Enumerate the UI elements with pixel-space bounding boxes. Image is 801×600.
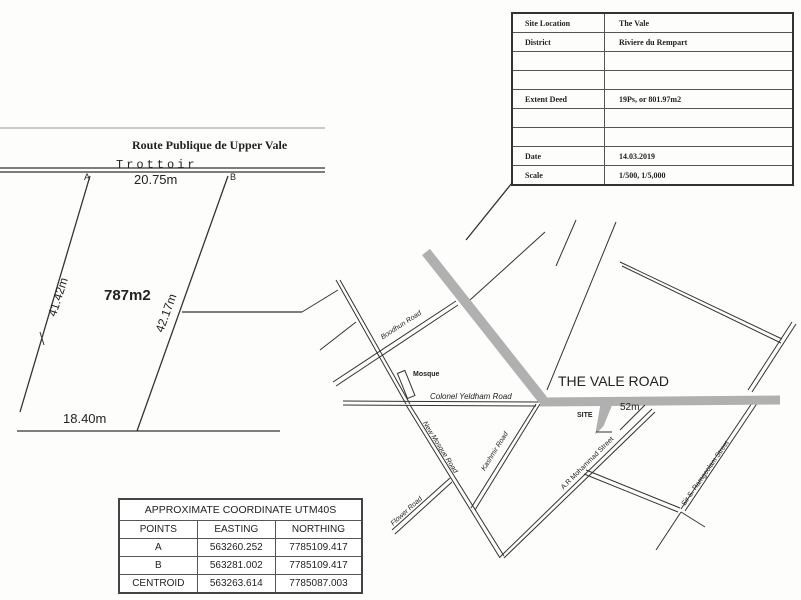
point-name: CENTROID [118,574,198,594]
site-label: SITE [577,412,593,419]
easting-value: 563281.002 [196,556,276,575]
northing-value: 7785087.003 [274,574,363,594]
northing-value: 7785109.417 [274,538,363,557]
easting-value: 563260.252 [196,538,276,557]
mosque-label: Mosque [413,371,440,378]
point-name: B [118,556,198,575]
coordinate-table: APPROXIMATE COORDINATE UTM40S POINTS EAS… [118,498,363,594]
header-northing: NORTHING [274,520,363,539]
bottom-side-length: 18.40m [63,411,107,426]
point-a-label: A [84,172,91,182]
point-name: A [118,538,198,557]
header-points: POINTS [118,520,198,539]
coordinate-header-row: POINTS EASTING NORTHING [118,520,363,539]
site-info-row [511,51,794,71]
header-easting: EASTING [196,520,276,539]
road-name-label: Route Publique de Upper Vale [132,138,288,152]
coordinate-table-title: APPROXIMATE COORDINATE UTM40S [118,498,363,521]
row-value: 1/500, 1/5,000 [604,165,794,186]
main-road-label: THE VALE ROAD [558,373,669,389]
top-side-length: 20.75m [134,172,178,187]
table-row: CENTROID 563263.614 7785087.003 [118,574,363,594]
northing-value: 7785109.417 [274,556,363,575]
sidewalk-label: Trottoir [116,158,198,172]
easting-value: 563263.614 [196,574,276,594]
table-row: B 563281.002 7785109.417 [118,556,363,575]
distance-label: 52m [620,402,640,413]
plot-area-label: 787m2 [104,287,151,304]
road-label-colonel-yeldham: Colonel Yeldham Road [430,392,512,401]
point-b-label: B [230,172,237,182]
table-row: A 563260.252 7785109.417 [118,538,363,557]
row-value: 14.03.2019 [604,146,794,166]
